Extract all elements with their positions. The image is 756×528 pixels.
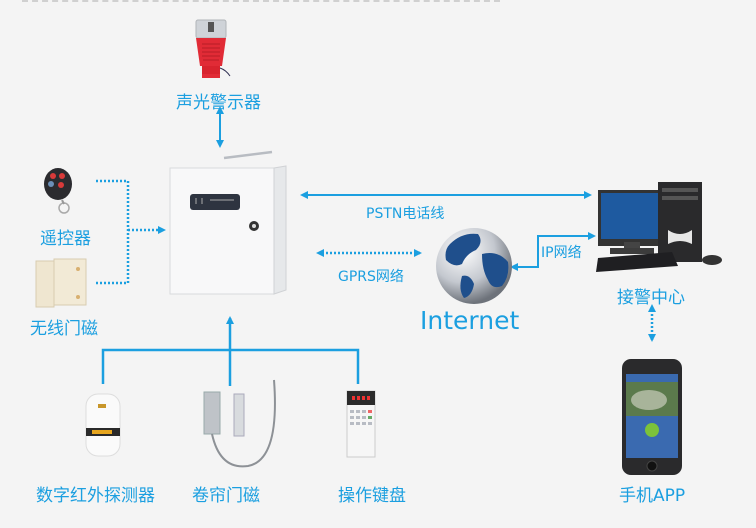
desktop-computer-icon: [596, 180, 732, 278]
pir-label: 数字红外探测器: [36, 486, 155, 506]
alarm-panel-icon: [168, 150, 292, 302]
center-label: 接警中心: [617, 288, 685, 308]
gprs-label: GPRS网络: [338, 269, 404, 285]
siren-label: 声光警示器: [176, 93, 261, 113]
top-divider: [22, 0, 500, 2]
ip-link: [510, 232, 596, 271]
shutter-door-sensor-icon: [200, 378, 284, 476]
remote-label: 遥控器: [40, 229, 91, 249]
keypad-label: 操作键盘: [338, 486, 406, 506]
ip-label: IP网络: [541, 245, 582, 261]
app-label: 手机APP: [619, 486, 686, 506]
siren-icon: [190, 18, 250, 86]
wireless-link-remote: [96, 179, 130, 285]
globe-icon: [432, 224, 516, 312]
remote-control-icon: [38, 166, 82, 226]
pir-detector-icon: [84, 392, 124, 462]
internet-label: Internet: [420, 306, 520, 335]
shutter-door-label: 卷帘门磁: [192, 486, 260, 506]
keypad-icon: [346, 390, 376, 462]
smartphone-icon: [621, 358, 683, 480]
pstn-label: PSTN电话线: [366, 206, 445, 222]
wireless-door-label: 无线门磁: [30, 319, 98, 339]
wireless-door-sensor-icon: [34, 257, 92, 313]
